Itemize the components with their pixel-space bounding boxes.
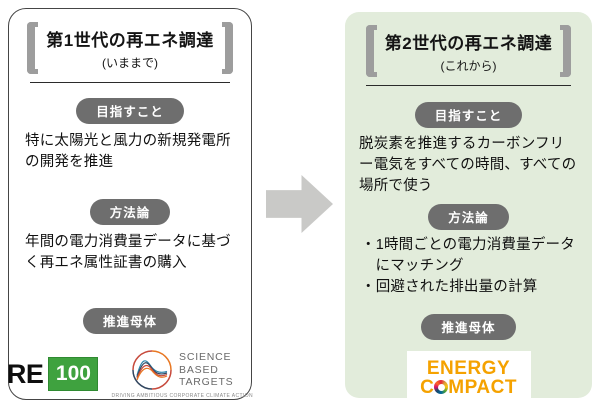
- gen1-title-texts: 第1世代の再エネ調達 (いままで): [46, 26, 213, 71]
- sbt-name-line3: TARGETS: [179, 376, 234, 389]
- sbt-name-line1: SCIENCE: [179, 351, 232, 364]
- gen1-aim-text: 特に太陽光と風力の新規発電所の開発を推進: [25, 133, 231, 170]
- gen1-divider: [30, 82, 230, 83]
- re100-logo-number: 100: [48, 357, 99, 391]
- science-based-targets-logo: SCIENCE BASED TARGETS DRIVING AMBITIOUS …: [111, 349, 253, 399]
- gen2-badge-method: 方法論: [428, 204, 509, 230]
- gen2-title-block: 第2世代の再エネ調達 (これから): [345, 25, 592, 77]
- gen1-subtitle: (いままで): [102, 55, 158, 70]
- sbt-name-line2: BASED: [179, 363, 219, 376]
- sbt-logo-name: SCIENCE BASED TARGETS: [179, 351, 233, 389]
- energy-compact-line2-pre: C: [420, 377, 435, 398]
- arrow-right-icon: [266, 175, 333, 233]
- energy-compact-line2-post: MPACT: [448, 377, 517, 398]
- re100-logo-text: RE: [6, 358, 44, 389]
- gen1-title: 第1世代の再エネ調達: [46, 30, 214, 50]
- sbt-logo-top: SCIENCE BASED TARGETS: [131, 349, 233, 391]
- energy-compact-logo: ENERGY C MPACT: [406, 351, 531, 405]
- sbt-circle-icon: [132, 350, 172, 390]
- gen2-method-bullets: ・1時間ごとの電力消費量データにマッチング ・回避された排出量の計算: [361, 235, 582, 298]
- gen2-title: 第2世代の再エネ調達: [384, 33, 553, 53]
- energy-compact-line1: ENERGY: [426, 358, 511, 379]
- gen1-badge-method: 方法論: [89, 199, 171, 225]
- right-bracket-icon: [221, 22, 233, 74]
- gen2-badge-org: 推進母体: [421, 314, 516, 340]
- gen1-panel: 第1世代の再エネ調達 (いままで) 目指すこと 特に太陽光と風力の新規発電所の開…: [7, 8, 253, 400]
- gen1-badge-org: 推進母体: [82, 308, 177, 334]
- gen2-subtitle: (これから): [440, 58, 497, 73]
- gen2-aim-text: 脱炭素を推進するカーボンフリー電気をすべての時間、すべての場所で使う: [359, 136, 577, 194]
- sbt-logo-tagline: DRIVING AMBITIOUS CORPORATE CLIMATE ACTI…: [111, 393, 254, 399]
- gen1-badge-aim: 目指すこと: [76, 98, 184, 124]
- sdg-wheel-icon: [434, 380, 449, 394]
- method-bullet-2: ・回避された排出量の計算: [361, 279, 538, 295]
- gen1-title-block: 第1世代の再エネ調達 (いままで): [9, 22, 251, 74]
- gen2-divider: [366, 85, 571, 86]
- re100-logo: RE 100: [7, 357, 99, 391]
- gen1-method-text: 年間の電力消費量データに基づく再エネ属性証書の購入: [25, 234, 231, 271]
- gen2-title-texts: 第2世代の再エネ調達 (これから): [385, 29, 552, 74]
- right-bracket-icon: [560, 25, 572, 77]
- gen2-panel: 第2世代の再エネ調達 (これから) 目指すこと 脱炭素を推進するカーボンフリー電…: [345, 12, 592, 405]
- energy-compact-line2: C MPACT: [420, 378, 517, 397]
- left-bracket-icon: [27, 22, 39, 74]
- gen1-logos-row: RE 100 SCIENCE: [7, 349, 253, 399]
- gen2-badge-aim: 目指すこと: [414, 102, 523, 128]
- left-bracket-icon: [365, 25, 377, 77]
- method-bullet-1: ・1時間ごとの電力消費量データにマッチング: [361, 237, 575, 274]
